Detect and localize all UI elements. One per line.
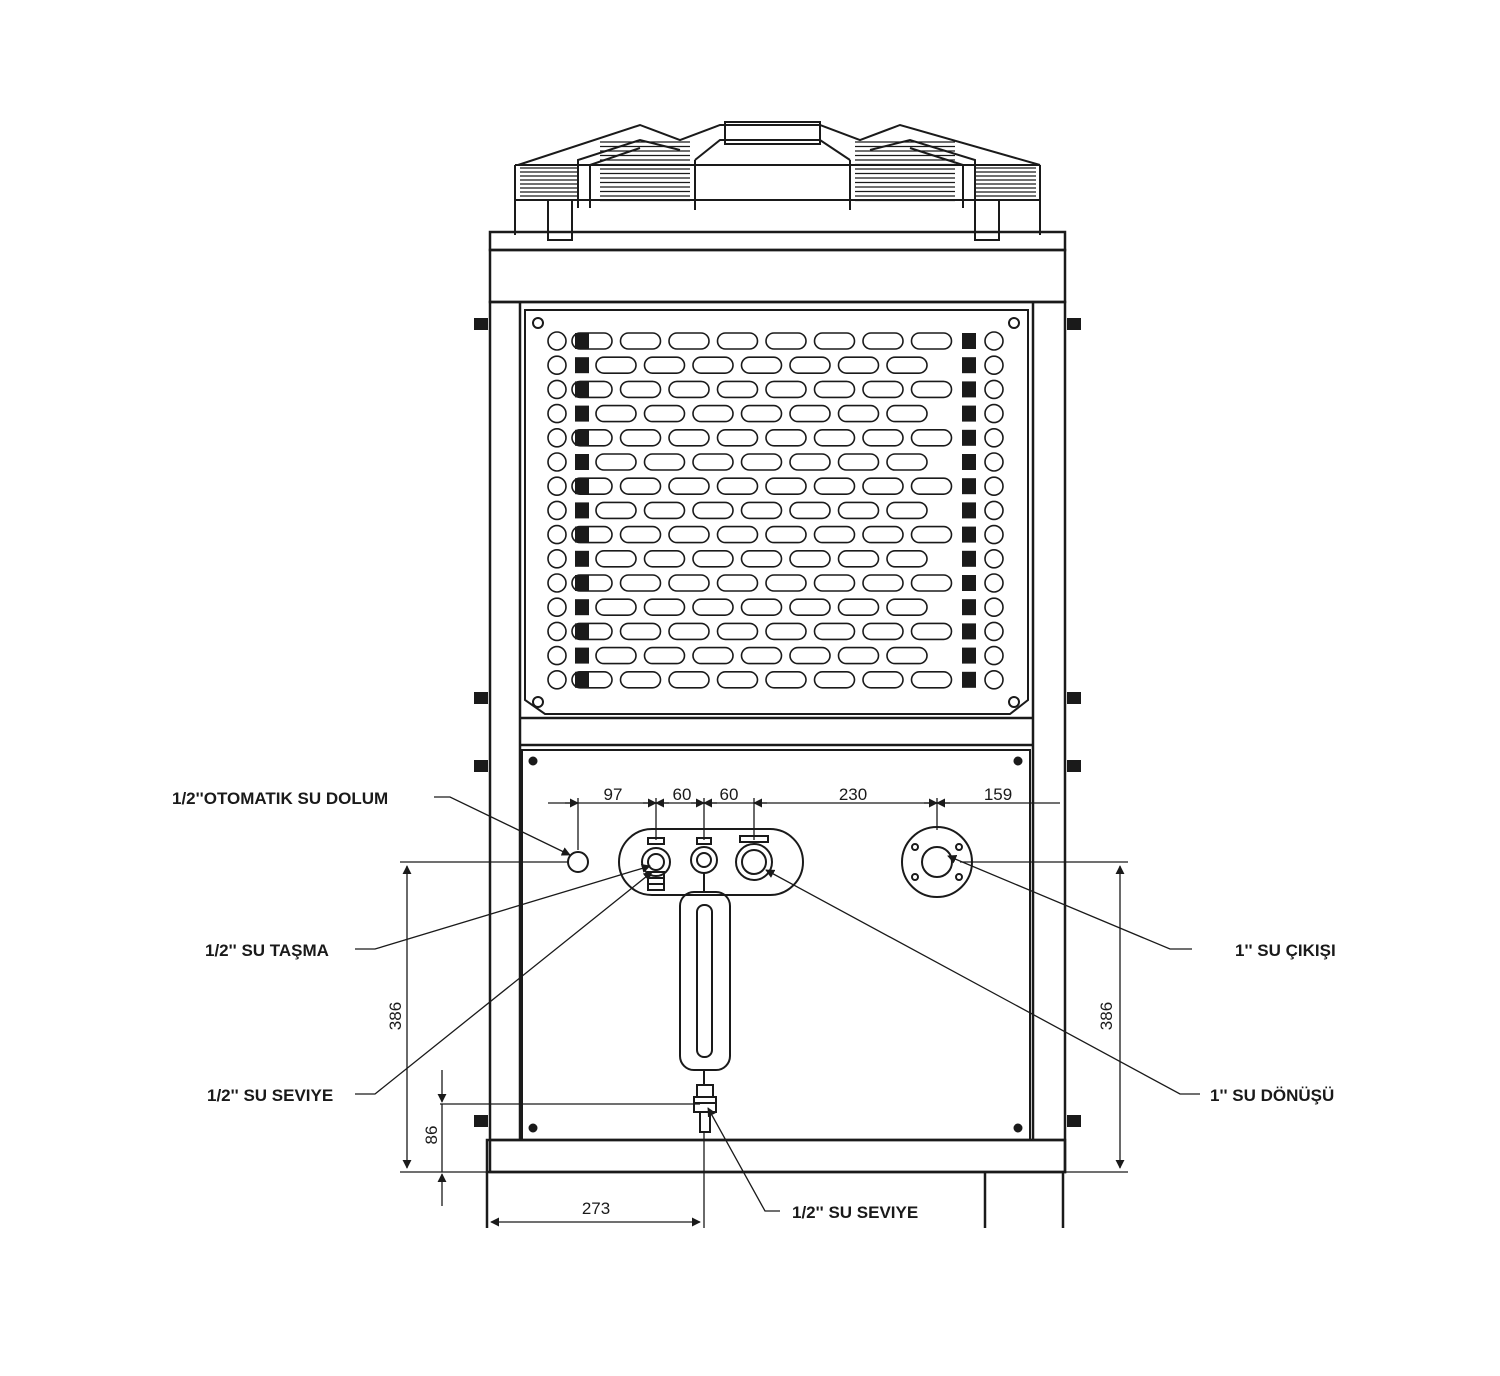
label-level-left: 1/2'' SU SEVIYE (207, 1086, 333, 1105)
label-auto-fill: 1/2''OTOMATIK SU DOLUM (172, 789, 388, 808)
service-panel (521, 749, 1031, 1141)
fan-guard (514, 121, 1041, 241)
label-overflow: 1/2'' SU TAŞMA (205, 941, 329, 960)
auto-fill-port (567, 851, 589, 873)
fan-grille-ribs (520, 141, 1036, 202)
dim-159: 159 (984, 785, 1012, 804)
dim-97: 97 (604, 785, 623, 804)
frame-bolts (474, 318, 1081, 1127)
dim-60-b: 60 (720, 785, 739, 804)
dimension-lines (400, 798, 1128, 1228)
dim-273: 273 (582, 1199, 610, 1218)
connection-plate (618, 828, 804, 896)
leader-lines (355, 796, 1200, 1212)
label-water-outlet: 1'' SU ÇIKIŞI (1235, 941, 1336, 960)
label-water-return: 1'' SU DÖNÜŞÜ (1210, 1086, 1334, 1105)
dim-230: 230 (839, 785, 867, 804)
condenser-coil-panel (524, 309, 1029, 715)
label-level-bottom: 1/2'' SU SEVIYE (792, 1203, 918, 1222)
dim-386-left: 386 (386, 1002, 405, 1030)
dim-386-right: 386 (1097, 1002, 1116, 1030)
dim-86: 86 (422, 1126, 441, 1145)
coil-tube-grid (547, 331, 1004, 690)
level-sight-glass (679, 873, 731, 1133)
dim-60-a: 60 (673, 785, 692, 804)
